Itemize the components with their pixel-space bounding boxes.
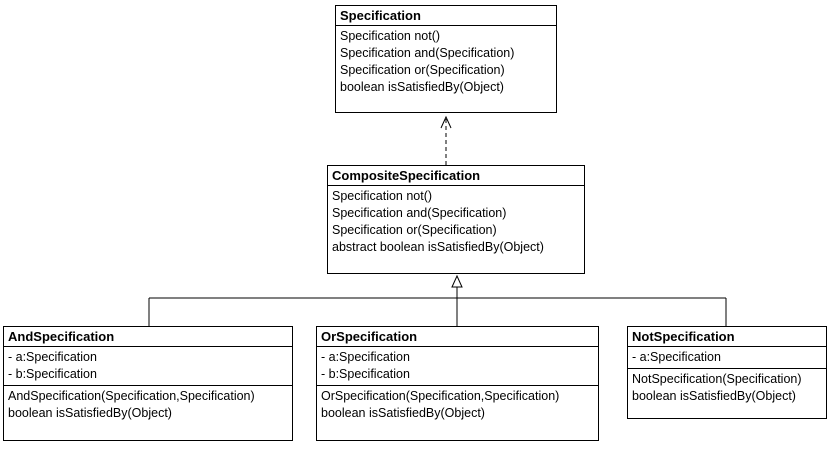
class-name: NotSpecification (628, 327, 826, 347)
class-name: OrSpecification (317, 327, 598, 347)
method-line: Specification not() (340, 29, 441, 43)
attribute-line: - b:Specification (321, 367, 410, 381)
method-line: Specification and(Specification) (332, 206, 507, 220)
realization-arrowhead (440, 115, 452, 129)
method-line: abstract boolean isSatisfiedBy(Object) (332, 240, 544, 254)
attributes-section: - a:Specification - b:Specification (4, 347, 292, 386)
attribute-line: - a:Specification (8, 350, 97, 364)
methods-section: NotSpecification(Specification) boolean i… (628, 369, 826, 407)
attributes-section: - a:Specification - b:Specification (317, 347, 598, 386)
method-line: Specification and(Specification) (340, 46, 515, 60)
class-name: CompositeSpecification (328, 166, 584, 186)
generalization-arrowhead (451, 274, 463, 288)
attribute-line: - b:Specification (8, 367, 97, 381)
method-line: OrSpecification(Specification,Specificat… (321, 389, 560, 403)
method-line: Specification or(Specification) (332, 223, 497, 237)
class-and-specification[interactable]: AndSpecification - a:Specification - b:Sp… (3, 326, 293, 441)
class-composite-specification[interactable]: CompositeSpecification Specification not… (327, 165, 585, 274)
methods-section: OrSpecification(Specification,Specificat… (317, 386, 598, 424)
method-line: AndSpecification(Specification,Specifica… (8, 389, 255, 403)
attribute-line: - a:Specification (321, 350, 410, 364)
methods-section: AndSpecification(Specification,Specifica… (4, 386, 292, 424)
class-or-specification[interactable]: OrSpecification - a:Specification - b:Spe… (316, 326, 599, 441)
method-line: boolean isSatisfiedBy(Object) (321, 406, 485, 420)
method-line: boolean isSatisfiedBy(Object) (8, 406, 172, 420)
method-line: boolean isSatisfiedBy(Object) (340, 80, 504, 94)
methods-section: Specification not() Specification and(Spe… (336, 26, 556, 98)
class-name: Specification (336, 6, 556, 26)
methods-section: Specification not() Specification and(Spe… (328, 186, 584, 258)
class-name: AndSpecification (4, 327, 292, 347)
class-not-specification[interactable]: NotSpecification - a:Specification NotSp… (627, 326, 827, 419)
method-line: Specification not() (332, 189, 433, 203)
method-line: NotSpecification(Specification) (632, 372, 802, 386)
class-specification[interactable]: Specification Specification not()Specifi… (335, 5, 557, 113)
attribute-line: - a:Specification (632, 350, 721, 364)
attributes-section: - a:Specification (628, 347, 826, 369)
method-line: Specification or(Specification) (340, 63, 505, 77)
method-line: boolean isSatisfiedBy(Object) (632, 389, 796, 403)
